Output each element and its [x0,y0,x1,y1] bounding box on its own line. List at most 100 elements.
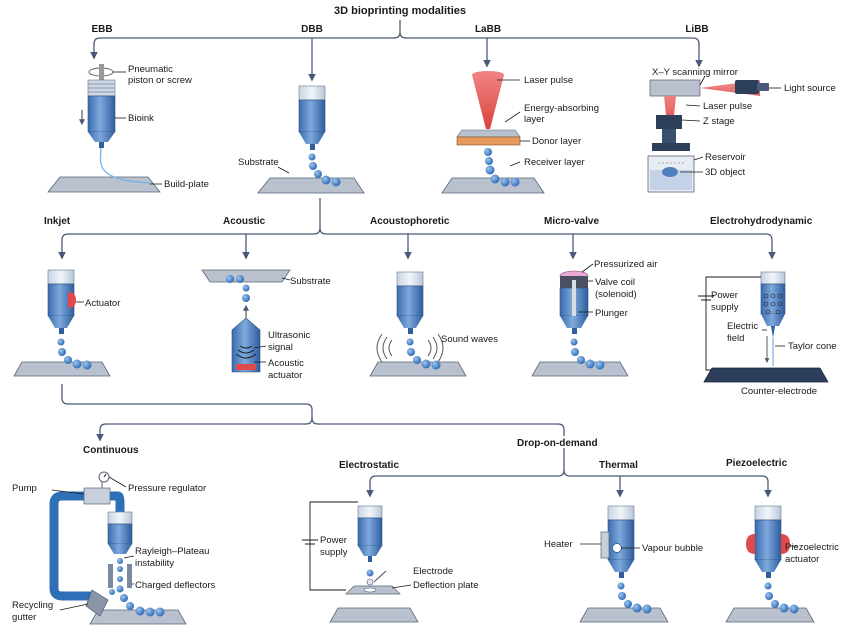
libb-label-laser-pulse: Laser pulse [703,101,752,112]
3d-object [662,167,678,177]
libb-label-light-source: Light source [784,83,836,94]
labb-label-laser-pulse: Laser pulse [524,75,573,86]
dbb-label-substrate: Substrate [238,157,279,168]
labb-label-energy: Energy-absorbing [524,103,599,114]
modality-dbb: DBB [301,24,323,35]
acoustic-label-acoustic: Acoustic [268,358,304,369]
electrostatic-illustration [302,501,419,623]
piezo-actuator-left [746,534,755,554]
ebb-leaders [113,71,162,185]
piezoelectric-illustration [725,505,815,623]
microvalve-label-pressurized-air: Pressurized air [594,259,657,270]
energy-absorbing-layer [456,129,521,138]
inkjet-type-continuous: Continuous [83,445,139,456]
recycling-tube [49,491,92,601]
modality-labb: LaBB [475,24,501,35]
inkjet-tree [61,384,772,498]
ehd-illustration [698,271,829,383]
ebb-label-build-plate: Build-plate [164,179,209,190]
acoustic-leaders [253,277,291,363]
acoustophoretic-label-sound-waves: Sound waves [441,334,498,345]
ehd-leaders [762,329,785,347]
inkjet-type-thermal: Thermal [599,460,638,471]
ehd-label-electric: Electric [727,321,758,332]
labb-illustration [441,71,545,194]
inkjet-label-actuator: Actuator [85,298,120,309]
modality-ebb: EBB [91,24,112,35]
inkjet-type-electrostatic: Electrostatic [339,460,399,471]
laser-pulse-cone [472,75,504,129]
continuous-label-recycling: Recycling [12,600,53,611]
microvalve-illustration [531,270,629,377]
libb-leaders [680,75,781,173]
ehd-label-field: field [727,333,744,344]
libb-illustration [647,79,769,193]
ebb-label-bioink: Bioink [128,113,154,124]
ehd-label-counter-electrode: Counter-electrode [741,386,817,397]
microvalve-label-valve-coil: Valve coil [595,277,635,288]
electrostatic-label-power: Power [320,535,347,546]
continuous-label-regulator: Pressure regulator [128,483,206,494]
ehd-label-supply: supply [711,302,739,313]
continuous-label-instability: instability [135,558,174,569]
microvalve-label-plunger: Plunger [595,308,628,319]
inkjet-type-dod: Drop-on-demand [517,438,598,449]
modality-libb: LiBB [685,24,708,35]
labb-label-layer: layer [524,114,545,125]
thermal-label-vapour-bubble: Vapour bubble [642,543,703,554]
build-plate [47,176,161,193]
scanning-mirror [649,79,701,97]
acoustic-actuator [231,317,261,373]
pump [83,487,111,505]
dbb-type-acoustic: Acoustic [223,216,266,227]
acoustic-substrate [201,269,291,283]
electrostatic-leaders [373,570,412,589]
inkjet-illustration [13,269,111,377]
electrostatic-label-deflection-plate: Deflection plate [413,580,478,591]
microvalve-leaders [578,263,594,313]
dbb-type-acoustophoretic: Acoustophoretic [370,216,450,227]
dbb-substrate [257,177,365,194]
libb-label-reservoir: Reservoir [705,152,746,163]
dbb-type-microvalve: Micro-valve [544,216,599,227]
continuous-label-rayleigh: Rayleigh–Plateau [135,546,209,557]
z-stage [656,115,682,129]
actuator-icon [68,292,76,308]
acoustic-illustration [201,269,291,373]
libb-label-z-stage: Z stage [703,116,735,127]
page-title: 3D bioprinting modalities [334,5,466,17]
labb-label-donor: Donor layer [532,136,581,147]
electrostatic-label-electrode: Electrode [413,566,453,577]
thermal-label-heater: Heater [544,539,573,550]
libb-label-3d-object: 3D object [705,167,745,178]
ebb-label-piston: piston or screw [128,75,192,86]
libb-label-mirror: X–Y scanning mirror [652,67,738,78]
vapour-bubble [612,543,622,553]
recycling-gutter [85,589,109,617]
piezo-label-actuator: actuator [785,554,819,565]
acoustophoretic-illustration [369,271,467,377]
acoustic-label-substrate: Substrate [290,276,331,287]
donor-layer [456,136,521,146]
dbb-tree [58,198,776,260]
ebb-illustration [47,64,161,193]
labb-label-receiver: Receiver layer [524,157,585,168]
ebb-label-pneumatic: Pneumatic [128,64,173,75]
microvalve-label-solenoid: (solenoid) [595,289,637,300]
thermal-illustration [579,505,669,623]
continuous-leaders [51,476,135,611]
ehd-label-taylor-cone: Taylor cone [788,341,837,352]
continuous-illustration [49,471,187,625]
piezo-actuator-right [781,534,790,554]
electrostatic-label-supply: supply [320,547,348,558]
dbb-type-inkjet: Inkjet [44,216,71,227]
bioink-barrel [87,95,116,133]
piezo-label-piezoelectric: Piezoelectric [785,542,839,553]
continuous-label-gutter: gutter [12,612,36,623]
inkjet-type-piezoelectric: Piezoelectric [726,458,788,469]
ehd-label-power: Power [711,290,738,301]
top-tree [90,20,703,82]
labb-leaders [497,79,530,167]
